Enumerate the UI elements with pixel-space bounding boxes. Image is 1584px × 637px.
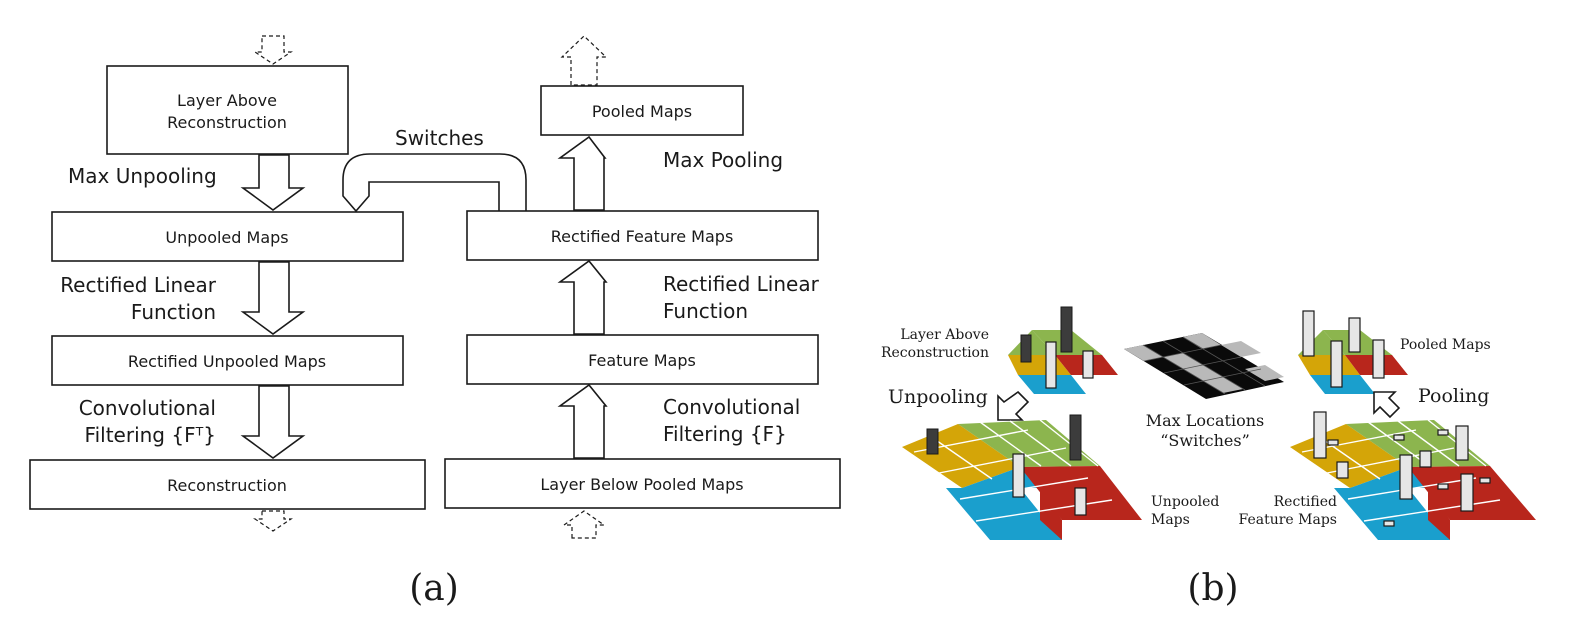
panel-b: Layer Above Reconstruction Unpooling Unp… (881, 306, 1536, 609)
switch-cell-7 (1203, 377, 1243, 393)
unpooled-bar-4 (1074, 487, 1087, 516)
rfm-tick-4 (1437, 483, 1449, 490)
feature-maps-label: Feature Maps (588, 351, 696, 370)
switches-grid (1124, 333, 1284, 399)
rfm-bar-6 (1419, 450, 1432, 468)
rfm-bar-5 (1336, 461, 1349, 479)
switches-grid-lines (1142, 336, 1266, 395)
rfm-tick-1 (1327, 439, 1339, 446)
switch-cell-5 (1183, 365, 1223, 381)
rfm-bar-4 (1460, 473, 1474, 512)
arrow-conv-left (240, 385, 306, 459)
arrow-rectify-right (557, 259, 608, 335)
dashed-arrow-top-left (253, 35, 293, 65)
rfm-tick-6 (1383, 520, 1395, 527)
unpooled-bar-2 (1069, 414, 1082, 461)
unpooled-maps-label: Unpooled Maps (165, 228, 288, 247)
panel-b-label: (b) (1187, 568, 1238, 609)
b-unpooling-label: Unpooling (888, 386, 988, 408)
pooled-bar-3 (1330, 340, 1343, 388)
small-bar-1 (1020, 334, 1032, 363)
layer-below-pooled-maps-label: Layer Below Pooled Maps (540, 475, 743, 494)
small-bar-2 (1060, 306, 1073, 353)
dashed-arrow-bottom-left (253, 510, 293, 532)
pooled-yellow (1298, 355, 1360, 375)
switch-cell-2 (1183, 333, 1221, 349)
unpooled-maps-box (51, 211, 404, 262)
pooled-bar-4 (1372, 339, 1385, 379)
layer-below-pooled-maps-box (444, 458, 841, 509)
b-rectified-feature-maps-label-2: Feature Maps (1239, 512, 1337, 528)
rectified-linear-left-label-2: Function (131, 300, 216, 324)
rfm-bar-1 (1313, 411, 1327, 459)
dashed-arrow-top-right (560, 35, 608, 86)
rectified-unpooled-maps-label: Rectified Unpooled Maps (128, 352, 326, 371)
b-max-locations-label: Max Locations (1146, 411, 1264, 430)
reconstruction-label: Reconstruction (167, 476, 287, 495)
arrow-max-unpooling (240, 154, 306, 211)
b-switches-label: “Switches” (1160, 431, 1250, 450)
arrow-rectify-left (240, 261, 306, 335)
feature-maps-box (466, 334, 819, 385)
convolutional-left-label-1: Convolutional (79, 396, 216, 420)
switch-cell-3 (1163, 353, 1203, 369)
switches-label: Switches (395, 126, 484, 150)
switch-cell-6 (1245, 365, 1284, 381)
b-layer-above-label-2: Reconstruction (881, 345, 989, 361)
b-unpooled-maps-label-2: Maps (1151, 512, 1190, 528)
b-unpooled-maps-label-1: Unpooled (1151, 494, 1219, 510)
arrow-conv-right (557, 383, 608, 459)
b-pooled-maps-label: Pooled Maps (1400, 337, 1491, 353)
rfm-tick-3 (1437, 429, 1449, 436)
panel-a-label: (a) (409, 568, 459, 609)
max-pooling-label: Max Pooling (663, 148, 783, 172)
unpooled-bar-3 (1012, 453, 1025, 498)
pooled-maps-small-grid (1298, 310, 1408, 394)
b-layer-above-label-1: Layer Above (900, 327, 989, 343)
rectified-linear-right-label-1: Rectified Linear (663, 272, 820, 296)
b-pooling-label: Pooling (1418, 385, 1489, 407)
rectified-unpooled-maps-box (51, 335, 404, 386)
convolutional-right-label-2: Filtering {F} (663, 422, 787, 446)
pooled-bar-1 (1302, 310, 1315, 357)
dashed-arrow-bottom-right (562, 510, 606, 539)
rfm-tick-2 (1393, 434, 1405, 441)
convolutional-left-label-2: Filtering {Fᵀ} (85, 423, 216, 447)
unpooled-blue (946, 488, 1062, 540)
convolutional-right-label-1: Convolutional (663, 395, 800, 419)
arrow-max-pooling (557, 135, 607, 211)
rectified-feature-maps-grid (1290, 411, 1536, 540)
rectified-feature-maps-box (466, 210, 819, 261)
switch-cell-1 (1124, 345, 1163, 361)
layer-above-reconstruction-label-2: Reconstruction (167, 113, 287, 132)
rectified-linear-left-label-1: Rectified Linear (60, 273, 217, 297)
reconstruction-box (29, 459, 426, 510)
max-unpooling-label: Max Unpooling (68, 164, 217, 188)
rfm-bar-3 (1399, 454, 1413, 500)
rfm-bar-2 (1455, 425, 1469, 461)
layer-above-reconstruction-label-1: Layer Above (177, 91, 277, 110)
panel-a: Layer Above Reconstruction Unpooled Maps… (29, 35, 841, 609)
pooled-maps-box (540, 85, 744, 136)
b-rectified-feature-maps-label-1: Rectified (1274, 494, 1337, 510)
pooled-maps-label: Pooled Maps (592, 102, 692, 121)
rfm-tick-5 (1479, 477, 1491, 484)
rfm-red-low (1428, 488, 1450, 540)
unpooled-red-low (1040, 488, 1062, 540)
layer-above-small-grid (1008, 306, 1118, 394)
small-bar-3 (1045, 341, 1057, 389)
rectified-linear-right-label-2: Function (663, 299, 748, 323)
layer-above-reconstruction-box (106, 65, 349, 155)
rfm-blue (1334, 488, 1450, 540)
switch-cell-4 (1221, 341, 1261, 357)
small-bar-4 (1082, 350, 1094, 379)
pooling-arrow (1373, 391, 1401, 419)
pooled-bar-2 (1348, 317, 1361, 353)
switches-pipe (342, 153, 527, 213)
rectified-feature-maps-label: Rectified Feature Maps (551, 227, 734, 246)
unpooling-arrow (997, 390, 1030, 421)
unpooled-maps-grid (902, 414, 1142, 540)
unpooled-bar-1 (926, 428, 939, 455)
